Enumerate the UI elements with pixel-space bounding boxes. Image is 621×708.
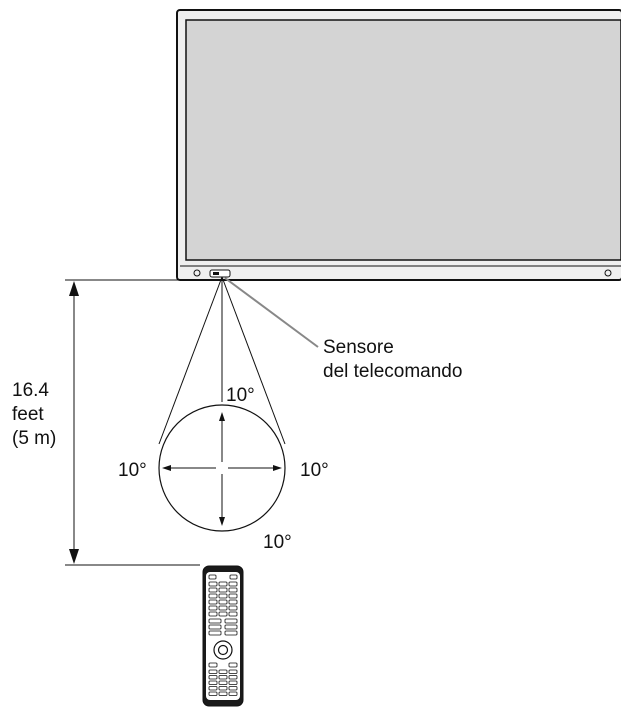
remote-button — [228, 593, 238, 599]
sensor-leader-line — [224, 277, 319, 348]
remote-button — [208, 599, 218, 605]
remote-sensor-window — [209, 269, 231, 278]
remote-button — [218, 581, 228, 587]
remote-button — [228, 675, 238, 680]
remote-button — [208, 611, 218, 617]
distance-metric: (5 m) — [12, 428, 56, 449]
angle-arrows — [162, 412, 282, 526]
remote-button — [224, 624, 238, 630]
remote-button — [224, 618, 238, 624]
remote-button — [208, 624, 222, 630]
remote-button — [218, 587, 228, 593]
display-screen — [185, 19, 621, 261]
remote-button — [228, 581, 238, 587]
remote-button — [208, 691, 218, 696]
remote-button — [228, 599, 238, 605]
reception-circle — [158, 404, 286, 532]
distance-value: 16.4 — [12, 380, 49, 401]
remote-button — [218, 599, 228, 605]
remote-button — [208, 669, 218, 674]
remote-button — [208, 630, 222, 636]
remote-button — [228, 691, 238, 696]
remote-button — [218, 611, 228, 617]
remote-sensor-lens — [213, 272, 219, 275]
power-indicator-icon — [193, 269, 201, 277]
display-monitor — [176, 9, 621, 281]
remote-button — [228, 669, 238, 674]
light-sensor-icon — [604, 269, 612, 277]
remote-button — [218, 675, 228, 680]
remote-button — [229, 574, 238, 580]
remote-button — [228, 662, 238, 668]
remote-ok-button-icon — [217, 644, 229, 656]
remote-button — [228, 605, 238, 611]
remote-button — [228, 587, 238, 593]
distance-dimension-arrow — [69, 281, 79, 564]
remote-button — [208, 675, 218, 680]
remote-button — [208, 680, 218, 685]
remote-button — [218, 593, 228, 599]
remote-button — [228, 686, 238, 691]
remote-button — [218, 691, 228, 696]
remote-button — [208, 686, 218, 691]
sensor-label-line1: Sensore — [323, 337, 394, 358]
angle-label-right: 10° — [300, 460, 329, 481]
distance-unit: feet — [12, 404, 44, 425]
remote-button — [208, 662, 218, 668]
remote-button — [218, 605, 228, 611]
angle-label-bottom: 10° — [263, 532, 292, 553]
remote-button — [218, 680, 228, 685]
reception-cone — [158, 276, 286, 532]
sensor-label-line2: del telecomando — [323, 361, 462, 382]
remote-button — [228, 680, 238, 685]
remote-button — [208, 587, 218, 593]
remote-button — [218, 669, 228, 674]
remote-control — [202, 565, 244, 707]
remote-button — [208, 593, 218, 599]
remote-button — [208, 618, 222, 624]
remote-button — [228, 611, 238, 617]
remote-button — [208, 605, 218, 611]
remote-button — [224, 630, 238, 636]
remote-buttons — [208, 574, 238, 696]
remote-button — [208, 581, 218, 587]
remote-button — [218, 686, 228, 691]
angle-label-left: 10° — [118, 460, 147, 481]
remote-button — [208, 574, 217, 580]
angle-label-top: 10° — [226, 385, 255, 406]
